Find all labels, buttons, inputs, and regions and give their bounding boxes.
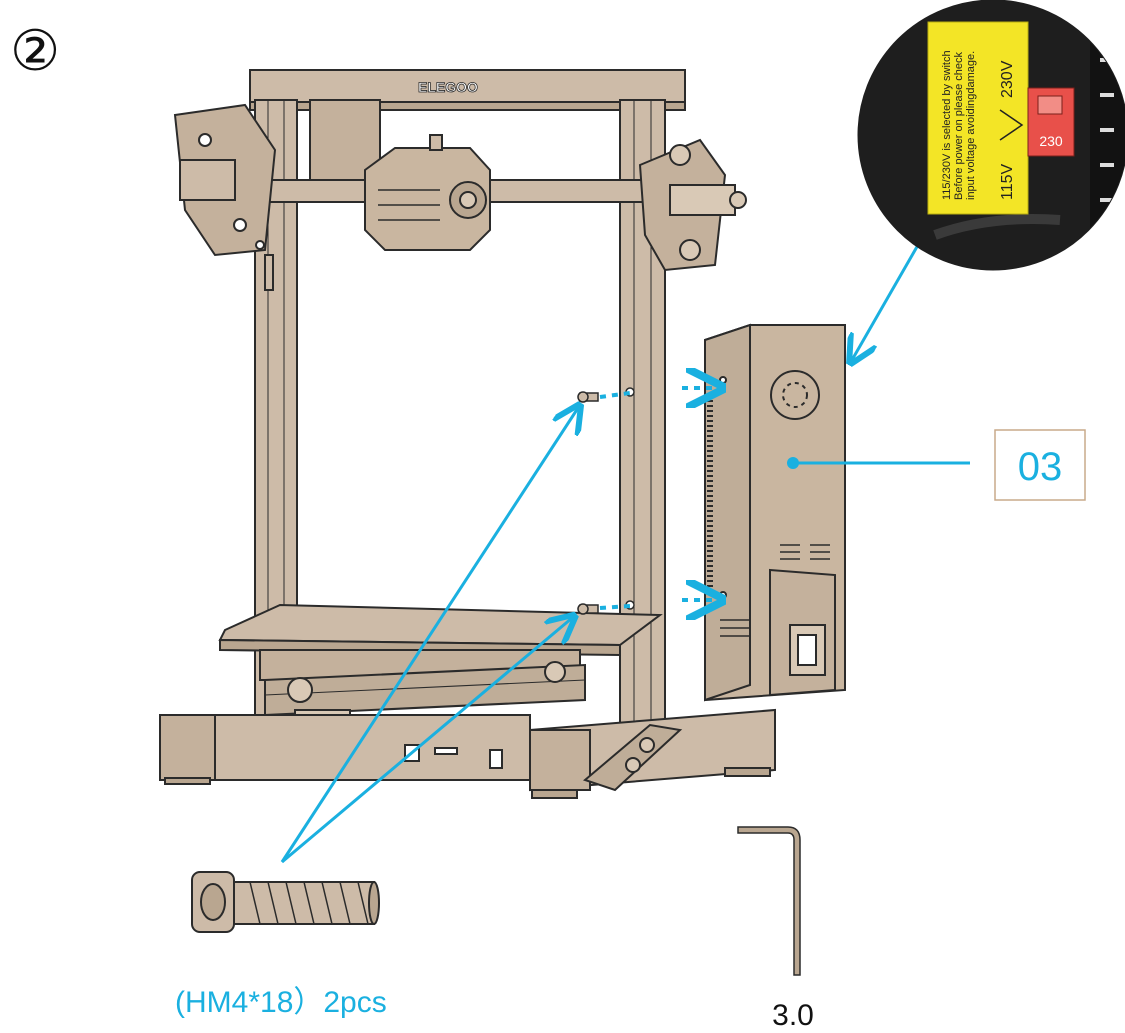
brand-logo: ELEGOO bbox=[418, 79, 478, 95]
switch-value: 230 bbox=[1039, 133, 1063, 149]
screw-arrow-upper bbox=[280, 408, 578, 863]
base-front bbox=[159, 714, 531, 781]
y-rail bbox=[264, 663, 586, 717]
screw-arrow-lower bbox=[281, 618, 572, 864]
sticker-line-1: 115/230V is selected by switch bbox=[941, 50, 953, 200]
screw-spec-label: (HM4*18）2pcs bbox=[175, 986, 387, 1019]
power-supply bbox=[704, 323, 846, 702]
callout-box bbox=[994, 429, 1086, 501]
sticker-230v: 230V bbox=[999, 60, 1016, 98]
voltage-zoom: 115/230V is selected by switch Before po… bbox=[858, 0, 1125, 270]
step-number: ② bbox=[10, 19, 60, 84]
sd-slot bbox=[434, 747, 458, 755]
top-beam bbox=[249, 69, 686, 103]
sticker-115v: 115V bbox=[999, 163, 1016, 200]
screw-thread bbox=[233, 881, 375, 925]
sticker-line-2: Before power on please check bbox=[953, 52, 965, 200]
callout-label: 03 bbox=[1018, 445, 1063, 489]
zoom-arrow bbox=[852, 237, 924, 360]
hex-key-size: 3.0 bbox=[772, 999, 814, 1032]
callout-dot bbox=[787, 457, 799, 469]
screw-part bbox=[191, 871, 380, 933]
sticker-line-3: input voltage avoidingdamage. bbox=[965, 51, 977, 200]
blue-annotations bbox=[280, 237, 970, 864]
hex-key bbox=[737, 826, 801, 976]
print-head bbox=[364, 147, 491, 251]
printer-base bbox=[159, 708, 776, 799]
printer-frame bbox=[173, 69, 747, 726]
